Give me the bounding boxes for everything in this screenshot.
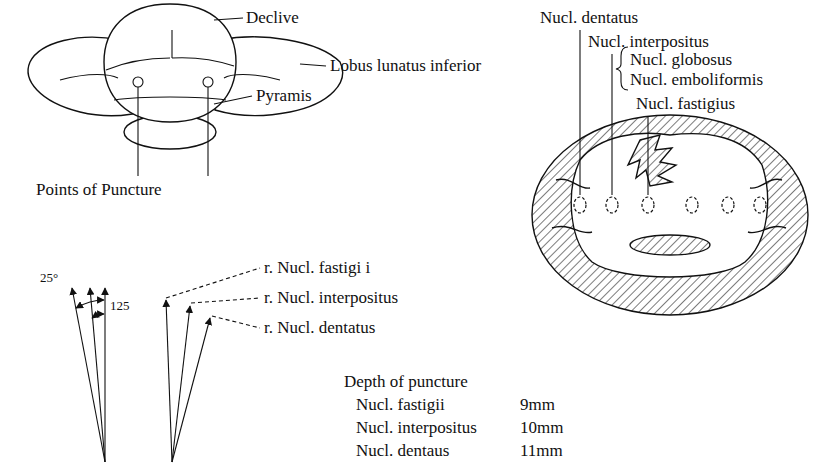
part-label: Points of Puncture <box>36 180 162 200</box>
nucleus-label: Nucl. fastigius <box>636 94 735 114</box>
table-cell: 9mm <box>520 395 555 415</box>
part-label: Declive <box>246 8 299 28</box>
table-cell: 11mm <box>520 441 563 461</box>
part-label: Lobus lunatus inferior <box>330 56 481 76</box>
table-heading: Depth of puncture <box>344 372 468 392</box>
table-cell: Nucl. fastigii <box>356 395 445 415</box>
part-label: Pyramis <box>256 86 312 106</box>
nucleus-label: Nucl. interpositus <box>588 32 709 52</box>
brace <box>616 47 628 90</box>
nucleus-label: Nucl. dentatus <box>540 8 638 28</box>
direction-label: r. Nucl. dentatus <box>264 318 375 338</box>
angle-label: 125 <box>110 298 130 313</box>
nucleus-label: Nucl. globosus <box>630 50 732 70</box>
table-cell: Nucl. dentaus <box>356 441 449 461</box>
angle-label: 25° <box>40 270 58 285</box>
table-cell: 10mm <box>520 418 563 438</box>
direction-label: r. Nucl. interpositus <box>264 288 398 308</box>
direction-label: r. Nucl. fastigi i <box>264 258 370 278</box>
table-cell: Nucl. interpositus <box>356 418 477 438</box>
nucleus-label: Nucl. emboliformis <box>630 70 763 90</box>
